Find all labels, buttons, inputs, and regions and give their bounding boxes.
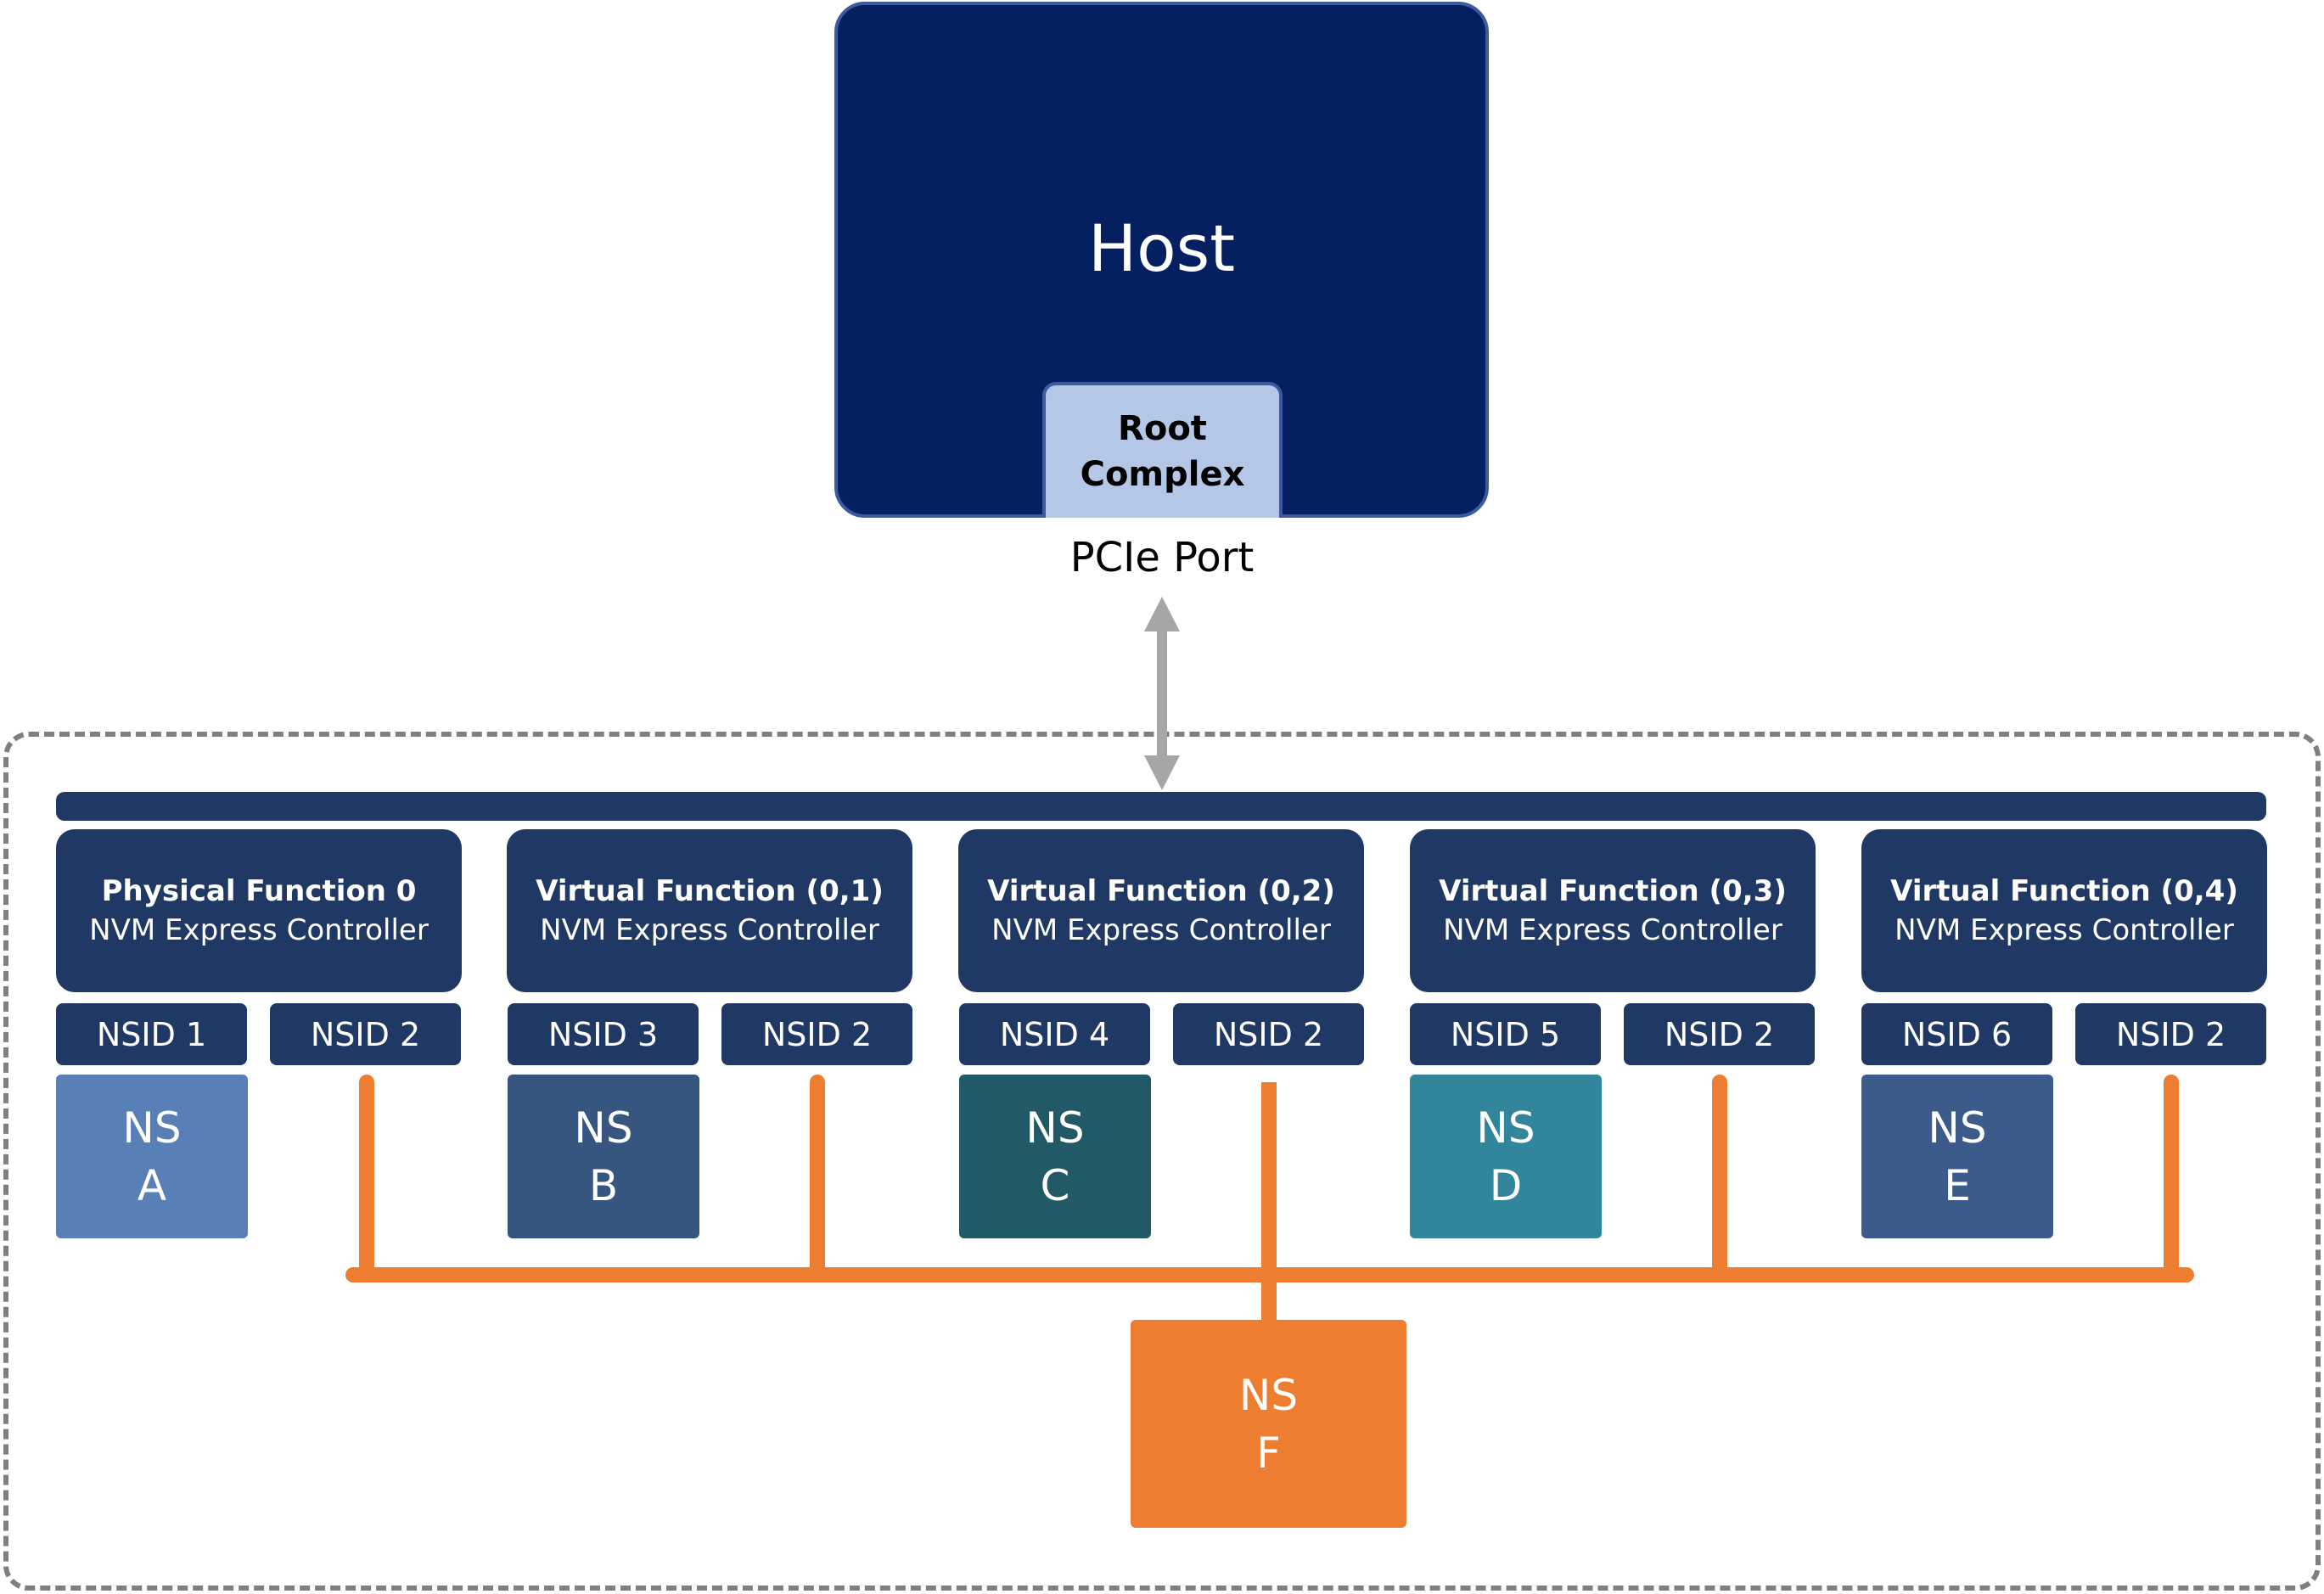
function-card: Physical Function 0 NVM Express Controll… (56, 829, 462, 992)
host-title: Host (1087, 210, 1236, 286)
namespace-block: NS A (56, 1075, 248, 1238)
namespace-letter: B (588, 1160, 619, 1210)
nsid-label: NSID 1 (56, 1003, 247, 1065)
function-title: Virtual Function (0,2) (987, 874, 1335, 908)
function-card: Virtual Function (0,3) NVM Express Contr… (1410, 829, 1816, 992)
function-subtitle: NVM Express Controller (991, 913, 1331, 947)
nsid-label: NSID 2 (1624, 1003, 1815, 1065)
function-card: Virtual Function (0,2) NVM Express Contr… (958, 829, 1364, 992)
pcie-double-arrow (1144, 597, 1180, 790)
nsid-label: NSID 2 (721, 1003, 912, 1065)
root-complex-label-line2: Complex (1080, 455, 1245, 494)
shared-namespace-links (345, 1075, 2194, 1324)
shared-namespace-block: NS F (1131, 1320, 1406, 1528)
function-title: Physical Function 0 (101, 874, 417, 908)
nsid-label: NSID 3 (508, 1003, 699, 1065)
namespace-letter: F (1256, 1428, 1281, 1478)
namespace-label: NS (1928, 1103, 1987, 1153)
root-complex-label-line1: Root (1118, 409, 1207, 448)
namespace-letter: C (1040, 1160, 1070, 1210)
namespace-label: NS (122, 1103, 182, 1153)
nsid-label: NSID 6 (1861, 1003, 2052, 1065)
namespace-block: NS B (508, 1075, 699, 1238)
namespace-block: NS D (1410, 1075, 1602, 1238)
function-title: Virtual Function (0,3) (1439, 874, 1787, 908)
namespace-letter: E (1944, 1160, 1971, 1210)
function-title: Virtual Function (0,1) (536, 874, 884, 908)
root-complex: Root Complex (1042, 382, 1283, 518)
function-title: Virtual Function (0,4) (1890, 874, 2238, 908)
namespace-letter: A (137, 1160, 167, 1210)
nsid-label: NSID 4 (959, 1003, 1150, 1065)
function-subtitle: NVM Express Controller (540, 913, 879, 947)
namespace-label: NS (1476, 1103, 1535, 1153)
function-card: Virtual Function (0,1) NVM Express Contr… (507, 829, 912, 992)
namespace-label: NS (574, 1103, 633, 1153)
function-card: Virtual Function (0,4) NVM Express Contr… (1861, 829, 2267, 992)
namespace-label: NS (1025, 1103, 1085, 1153)
namespace-block: NS C (959, 1075, 1151, 1238)
namespace-label: NS (1238, 1370, 1299, 1420)
namespace-letter: D (1489, 1160, 1523, 1210)
nsid-label: NSID 2 (2075, 1003, 2266, 1065)
function-subtitle: NVM Express Controller (1443, 913, 1782, 947)
pcie-bus (56, 792, 2266, 821)
namespace-block: NS E (1861, 1075, 2053, 1238)
function-subtitle: NVM Express Controller (1895, 913, 2234, 947)
nsid-label: NSID 2 (1173, 1003, 1364, 1065)
nsid-label: NSID 5 (1410, 1003, 1601, 1065)
pcie-port-label: PCIe Port (1069, 534, 1255, 581)
function-subtitle: NVM Express Controller (89, 913, 429, 947)
nsid-label: NSID 2 (270, 1003, 461, 1065)
